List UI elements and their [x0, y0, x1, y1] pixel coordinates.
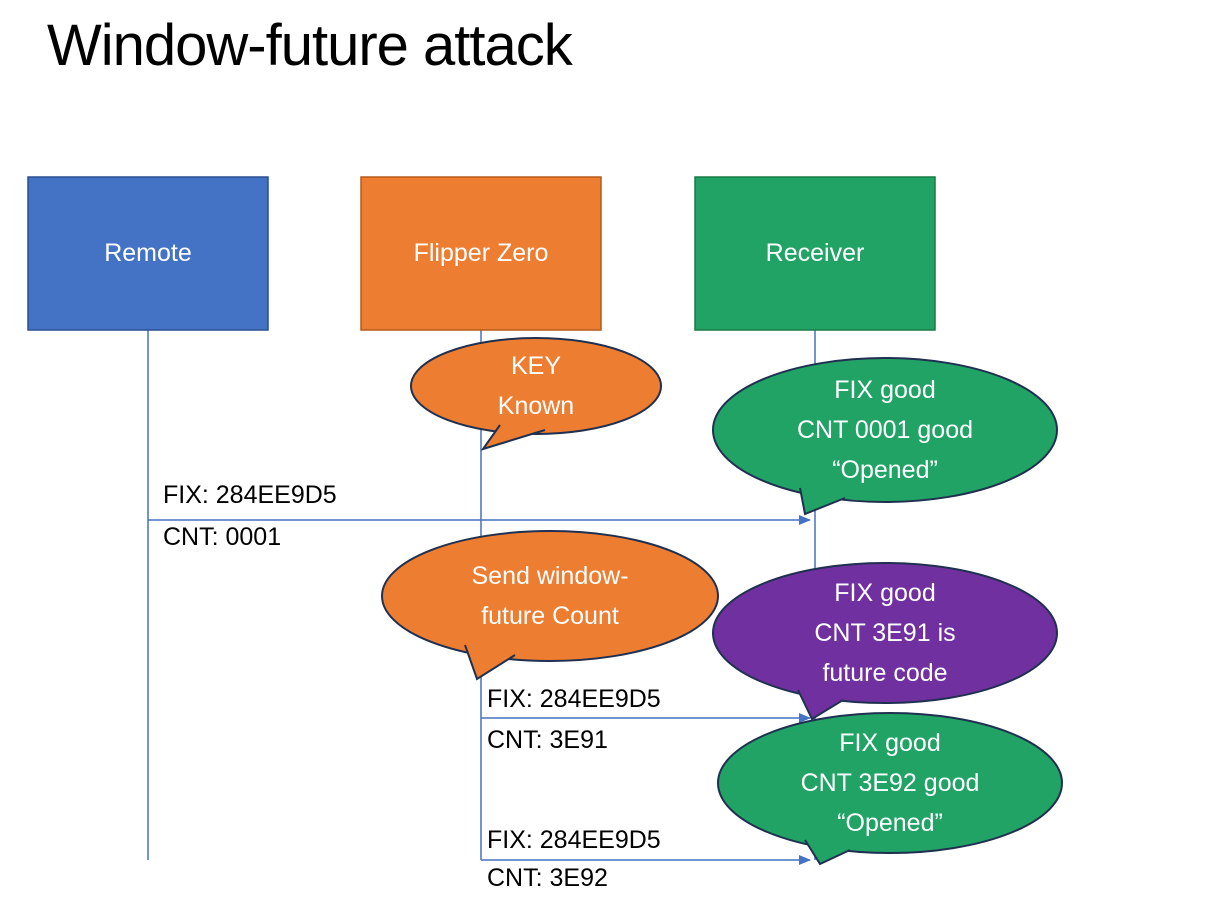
send-window-future-bubble — [381, 530, 719, 662]
bubble-line: CNT 0001 good — [796, 416, 974, 444]
actor-label-remote: Remote — [104, 239, 192, 267]
message-2-fix-label: FIX: 284EE9D5 — [487, 685, 661, 713]
cnt-3e91-future-bubble-tail — [797, 689, 844, 721]
bubble-line: FIX good — [834, 376, 936, 404]
bubble-line: future code — [822, 659, 948, 687]
actor-label-receiver: Receiver — [765, 239, 865, 267]
bubble-text-cnt-0001-good: FIX good CNT 0001 good “Opened” — [713, 370, 1057, 490]
bubble-line: Known — [497, 392, 575, 420]
bubble-line: Send window- — [471, 562, 629, 590]
message-1-fix-label: FIX: 284EE9D5 — [163, 481, 337, 509]
bubble-line: “Opened” — [832, 456, 938, 484]
key-known-bubble-tail — [480, 424, 546, 451]
cnt-3e92-good-bubble-tail — [804, 839, 851, 866]
actor-label-flipper-zero: Flipper Zero — [413, 239, 549, 267]
cnt-0001-good-bubble — [712, 357, 1058, 503]
cnt-3e92-good-bubble — [717, 712, 1063, 854]
message-3-fix-label: FIX: 284EE9D5 — [487, 826, 661, 854]
bubble-line: FIX good — [839, 729, 941, 757]
bubble-line: “Opened” — [837, 809, 943, 837]
bubble-text-cnt-3e91-future: FIX good CNT 3E91 is future code — [713, 573, 1057, 693]
remote-box — [27, 176, 269, 331]
bubble-text-send-window-future: Send window- future Count — [382, 556, 718, 636]
bubble-text-key-known: KEY Known — [411, 346, 661, 426]
message-1-cnt-label: CNT: 0001 — [163, 523, 282, 551]
cnt-0001-good-bubble-tail — [799, 487, 846, 516]
bubble-text-cnt-3e92-good: FIX good CNT 3E92 good “Opened” — [718, 723, 1062, 843]
page-title: Window-future attack — [47, 13, 573, 78]
message-2-cnt-label: CNT: 3E91 — [487, 726, 608, 754]
cnt-3e91-future-bubble — [712, 562, 1058, 704]
flipper-zero-box — [360, 176, 602, 331]
bubble-line: CNT 3E92 good — [800, 769, 980, 797]
send-window-future-bubble-tail — [464, 644, 516, 681]
receiver-box — [694, 176, 936, 331]
bubble-line: FIX good — [834, 579, 936, 607]
key-known-bubble — [410, 337, 662, 435]
bubble-line: CNT 3E91 is — [814, 619, 956, 647]
bubble-line: future Count — [481, 602, 619, 630]
message-3-cnt-label: CNT: 3E92 — [487, 864, 608, 892]
bubble-line: KEY — [510, 352, 562, 380]
